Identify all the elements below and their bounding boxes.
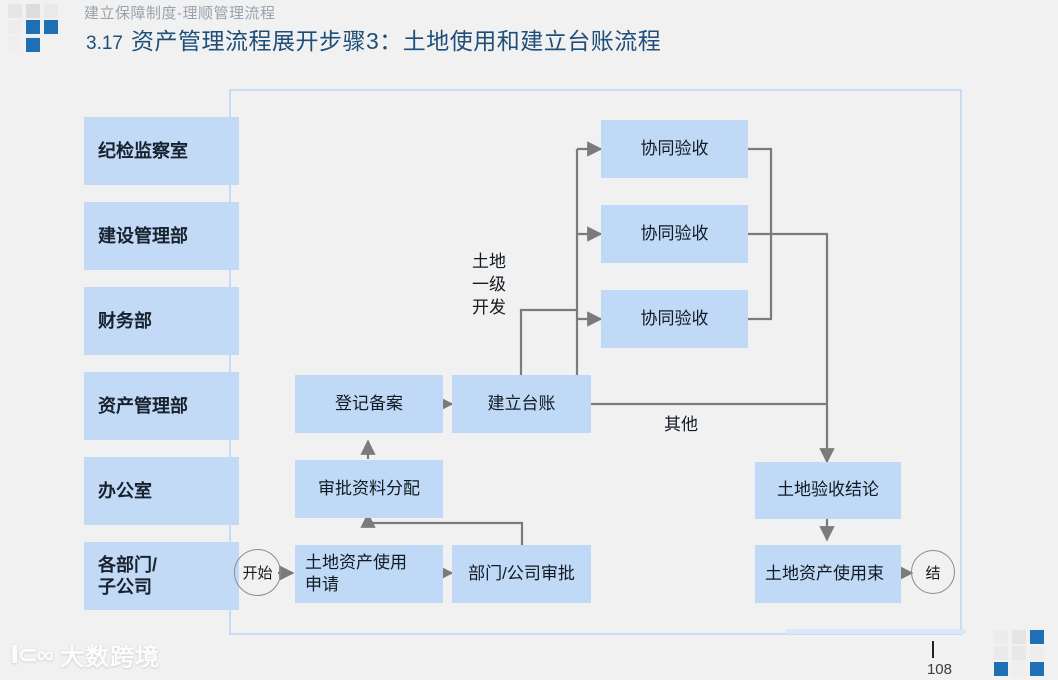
terminator-end[interactable]: 结 xyxy=(911,550,955,594)
node-label: 审批资料分配 xyxy=(318,478,420,498)
node-create-ledger[interactable]: 建立台账 xyxy=(452,375,591,433)
node-register-record[interactable]: 登记备案 xyxy=(295,375,443,433)
decor-square-accent xyxy=(44,20,58,34)
node-land-use-apply[interactable]: 土地资产使用 申请 xyxy=(295,545,443,603)
node-label: 协同验收 xyxy=(640,308,709,328)
node-label: 土地资产使用 申请 xyxy=(305,552,407,594)
edge-label-primary-development: 土地 一级 开发 xyxy=(472,252,506,317)
decor-square xyxy=(1012,646,1026,660)
page-number-tick xyxy=(932,641,934,658)
watermark-logo-icon: Ⅰ⊂∞ xyxy=(10,640,54,669)
decor-square-accent xyxy=(26,20,40,34)
sidebar-item-lane-office: 办公室 xyxy=(84,457,239,525)
lane-label: 纪检监察室 xyxy=(98,140,188,161)
terminator-start[interactable]: 开始 xyxy=(234,549,281,596)
node-label: 协同验收 xyxy=(640,223,709,243)
edge-label-other: 其他 xyxy=(664,415,698,434)
terminator-label: 结 xyxy=(925,564,941,582)
sidebar-item-lane-discipline: 纪检监察室 xyxy=(84,117,239,185)
node-label: 登记备案 xyxy=(335,393,403,413)
footer-accent-bar xyxy=(786,629,966,634)
decor-square-accent xyxy=(1030,662,1044,676)
decor-square xyxy=(1012,630,1026,644)
node-label: 部门/公司审批 xyxy=(468,563,575,583)
node-approval-material[interactable]: 审批资料分配 xyxy=(295,460,443,518)
lane-label: 财务部 xyxy=(98,310,152,331)
lane-label: 资产管理部 xyxy=(98,395,188,416)
node-label: 建立台账 xyxy=(487,393,556,413)
decor-square xyxy=(1030,646,1044,660)
decor-squares-bottom-right xyxy=(994,630,1052,676)
decor-square xyxy=(8,36,22,50)
lane-label: 办公室 xyxy=(98,480,152,501)
node-joint-acceptance-1[interactable]: 协同验收 xyxy=(601,120,748,178)
sidebar-item-lane-finance: 财务部 xyxy=(84,287,239,355)
decor-square xyxy=(8,20,22,34)
sidebar-item-lane-construction: 建设管理部 xyxy=(84,202,239,270)
node-joint-acceptance-3[interactable]: 协同验收 xyxy=(601,290,748,348)
diagram-frame xyxy=(229,89,962,635)
page-title: 3.17 资产管理流程展开步骤3：土地使用和建立台账流程 xyxy=(80,22,662,58)
node-dept-company-approve[interactable]: 部门/公司审批 xyxy=(452,545,591,603)
title-number-badge: 3.17 xyxy=(80,30,123,58)
kicker-text: 建立保障制度-理顺管理流程 xyxy=(84,5,276,22)
decor-square xyxy=(44,4,58,18)
lane-label: 各部门/ 子公司 xyxy=(98,554,158,598)
node-land-use-end[interactable]: 土地资产使用束 xyxy=(755,545,901,603)
node-label: 土地资产使用束 xyxy=(765,563,884,583)
sidebar-item-lane-departments: 各部门/ 子公司 xyxy=(84,542,239,610)
node-joint-acceptance-2[interactable]: 协同验收 xyxy=(601,205,748,263)
node-land-acceptance-conclusion[interactable]: 土地验收结论 xyxy=(755,462,901,519)
watermark: Ⅰ⊂∞ 大数跨境 xyxy=(10,637,160,672)
node-label: 协同验收 xyxy=(640,138,709,158)
title-text: 资产管理流程展开步骤3：土地使用和建立台账流程 xyxy=(130,28,662,54)
terminator-label: 开始 xyxy=(242,565,273,582)
decor-square-accent xyxy=(26,38,40,52)
decor-square xyxy=(1012,662,1026,676)
page-number: 108 xyxy=(926,661,952,678)
decor-square xyxy=(8,4,22,18)
watermark-text: 大数跨境 xyxy=(60,644,161,671)
node-label: 土地验收结论 xyxy=(777,480,879,500)
lane-label: 建设管理部 xyxy=(98,225,188,246)
decor-square-accent xyxy=(994,662,1008,676)
sidebar-item-lane-asset: 资产管理部 xyxy=(84,372,239,440)
decor-square xyxy=(994,646,1008,660)
decor-square-accent xyxy=(1030,630,1044,644)
decor-square xyxy=(994,630,1008,644)
decor-square xyxy=(26,4,40,18)
